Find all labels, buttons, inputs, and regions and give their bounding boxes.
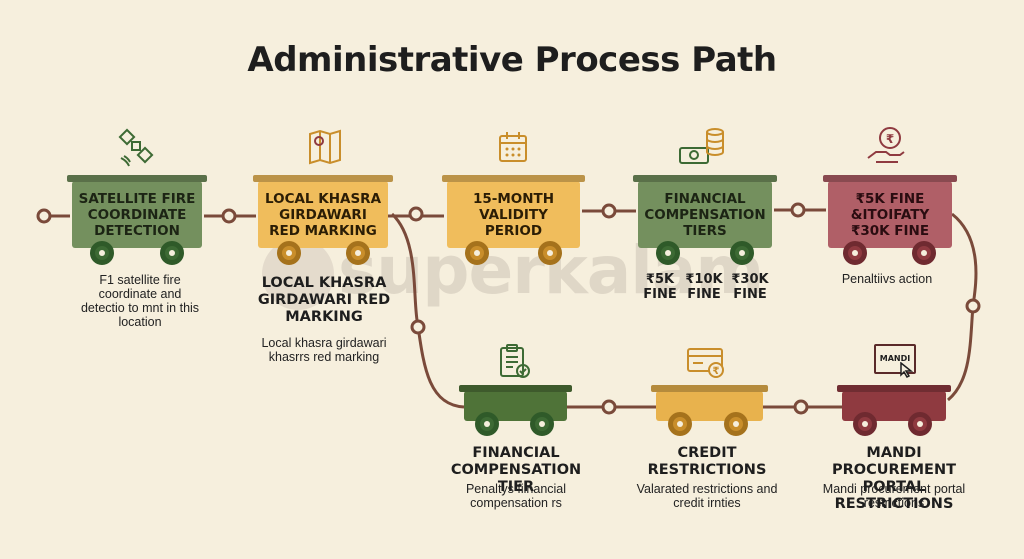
track-node	[601, 399, 617, 415]
cart-text: FINANCIAL COMPENSATION TIERS	[644, 190, 766, 239]
cart-text: SATELLITE FIRE COORDINATE DETECTION	[78, 190, 196, 239]
track-node	[36, 208, 52, 224]
mandi-icon-text: MANDI	[879, 354, 911, 363]
track-node	[790, 202, 806, 218]
cart-wheel	[668, 412, 692, 436]
hand-rupee-icon: ₹	[867, 127, 905, 163]
cart-wheel	[90, 241, 114, 265]
track-node	[221, 208, 237, 224]
cart-satellite-fire-detection: SATELLITE FIRE COORDINATE DETECTION	[72, 181, 202, 248]
track-node	[793, 399, 809, 415]
cart-financial-compensation-tiers: FINANCIAL COMPENSATION TIERS	[638, 181, 772, 248]
cart-text: LOCAL KHASRA GIRDAWARI RED MARKING	[264, 190, 382, 239]
credit-card-icon: ₹	[687, 348, 724, 378]
track-node	[601, 203, 617, 219]
cart-validity-period: 15-MONTH VALIDITY PERIOD	[447, 181, 580, 248]
node-label: CREDIT RESTRICTIONS	[647, 445, 767, 478]
track-node	[965, 298, 981, 314]
cart-text: 15-MONTH VALIDITY PERIOD	[472, 190, 555, 239]
fine-tier-10k: ₹10K FINE	[685, 272, 723, 302]
node-label: MANDI PROCUREMENT PORTAL RESTRICTIONS	[832, 445, 956, 512]
node-description: Mandi procurement portal restrictions	[822, 482, 966, 510]
cart-wheel	[530, 412, 554, 436]
cart-khasra-red-marking: LOCAL KHASRA GIRDAWARI RED MARKING	[258, 181, 388, 248]
node-description: F1 satellite fire coordinate and detecti…	[80, 273, 200, 329]
cart-wheel	[538, 241, 562, 265]
node-label: FINANCIAL COMPENSATION TIER	[450, 445, 582, 495]
diagram-title: Administrative Process Path	[247, 40, 777, 80]
cart-wheel	[908, 412, 932, 436]
cart-wheel	[656, 241, 680, 265]
cart-fine-penalty: ₹5K FINE &ITOIFATY ₹30K FINE	[828, 181, 952, 248]
mandi-portal-icon: MANDI	[874, 344, 916, 374]
node-description: Penaltys fiinancial compensation rs	[465, 482, 567, 510]
calendar-icon	[499, 132, 527, 162]
track-node	[410, 319, 426, 335]
cursor-icon	[900, 362, 914, 378]
money-coins-icon	[679, 128, 724, 164]
clipboard-check-icon	[500, 344, 530, 378]
node-description: Penaltiivs action	[841, 272, 933, 286]
node-description: Valarated restrictions and credit irntie…	[636, 482, 778, 510]
cart-text: ₹5K FINE &ITOIFATY ₹30K FINE	[850, 190, 930, 239]
cart-wheel	[843, 241, 867, 265]
cart-wheel	[346, 241, 370, 265]
cart-wheel	[465, 241, 489, 265]
satellite-icon	[118, 128, 154, 167]
cart-wheel	[724, 412, 748, 436]
node-description: Local khasra girdawari khasrrs red marki…	[261, 336, 387, 364]
svg-text:₹: ₹	[886, 132, 894, 146]
cart-wheel	[912, 241, 936, 265]
map-pin-icon	[309, 129, 341, 165]
node-label: LOCAL KHASRA GIRDAWARI RED MARKING	[257, 275, 391, 325]
svg-text:₹: ₹	[713, 366, 720, 377]
fine-tier-5k: ₹5K FINE	[643, 272, 677, 302]
cart-wheel	[730, 241, 754, 265]
cart-wheel	[160, 241, 184, 265]
cart-wheel	[277, 241, 301, 265]
cart-wheel	[475, 412, 499, 436]
cart-wheel	[853, 412, 877, 436]
fine-tier-30k: ₹30K FINE	[731, 272, 769, 302]
track-node	[408, 206, 424, 222]
